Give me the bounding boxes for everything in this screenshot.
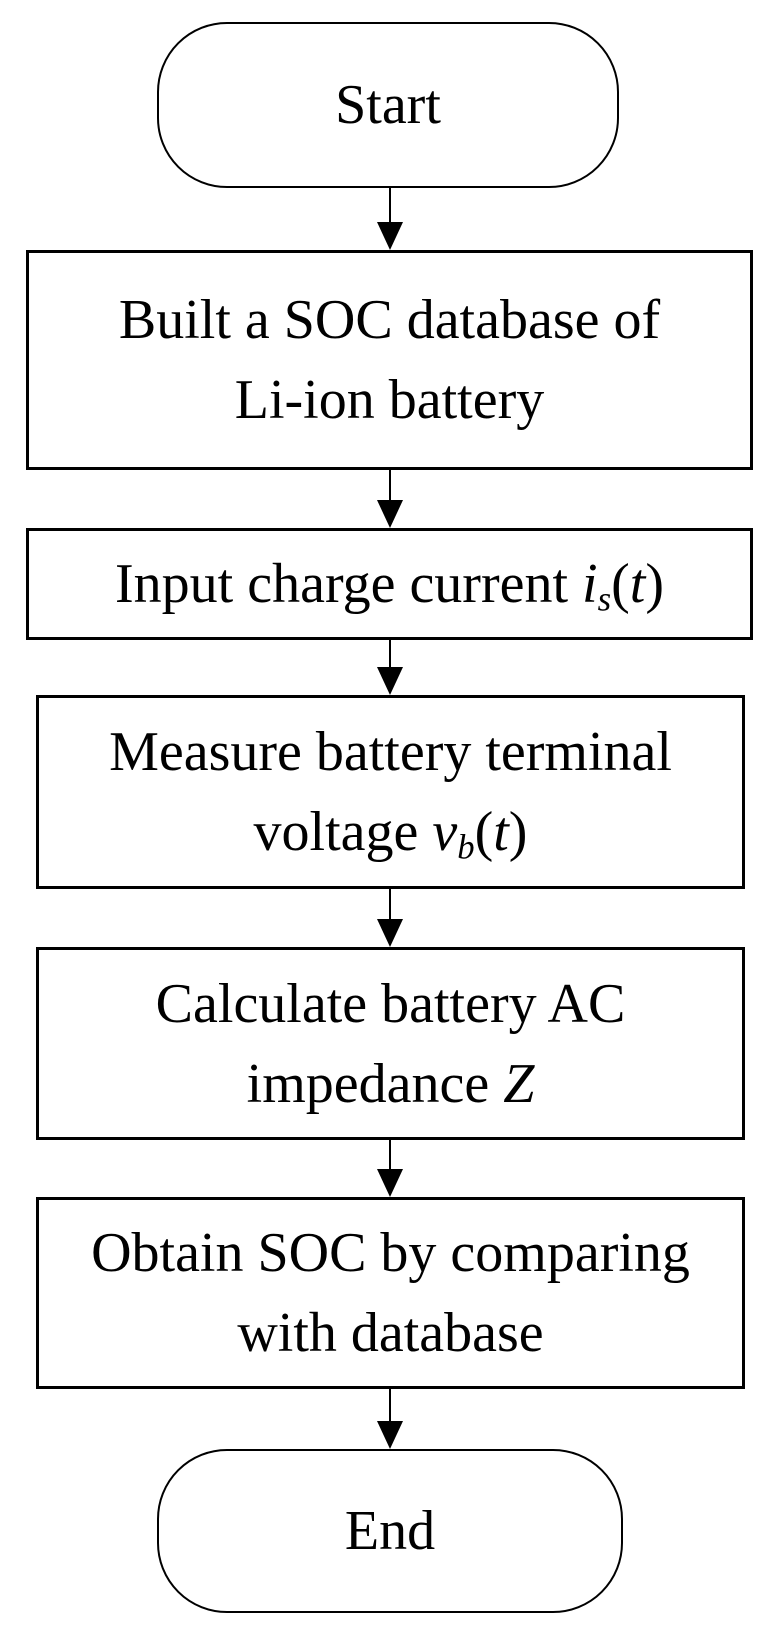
flow-arrow-measure-to-calc <box>376 887 404 947</box>
end-label: End <box>344 1500 436 1562</box>
label-text: Input charge current <box>115 553 583 615</box>
label-line-1: Calculate battery AC <box>155 972 626 1035</box>
arrow-shaft <box>389 1138 391 1169</box>
start-label: Start <box>335 74 441 136</box>
flowchart-node-measure-voltage: Measure battery terminal voltage vb(t) <box>36 695 745 889</box>
flow-arrow-obtain-to-end <box>376 1387 404 1449</box>
flow-arrow-build-to-input <box>376 468 404 528</box>
label-line-2: Li-ion battery <box>234 369 545 431</box>
flowchart-node-start: Start <box>157 22 619 188</box>
paren-close: ) <box>645 553 664 615</box>
flow-arrow-calc-to-obtain <box>376 1138 404 1197</box>
label-line-1: Measure battery terminal <box>109 721 672 783</box>
math-argument: t <box>493 801 509 863</box>
math-subscript: s <box>597 579 612 619</box>
arrow-shaft <box>389 887 391 919</box>
label-line-1: Built a SOC database of <box>118 289 661 351</box>
flowchart-node-obtain-soc: Obtain SOC by comparing with database <box>36 1197 745 1389</box>
flowchart-node-calc-impedance: Calculate battery AC impedance Z <box>36 947 745 1140</box>
arrow-shaft <box>389 186 391 222</box>
arrow-shaft <box>389 1387 391 1421</box>
arrow-shaft <box>389 468 391 500</box>
flowchart-node-build-database: Built a SOC database of Li-ion battery <box>26 250 753 470</box>
arrowhead-down-icon <box>377 919 403 947</box>
math-argument: t <box>629 553 646 615</box>
arrowhead-down-icon <box>377 1169 403 1197</box>
flowchart-node-end: End <box>157 1449 623 1613</box>
label-line-2-text: voltage <box>253 801 433 863</box>
flow-arrow-start-to-build <box>376 186 404 250</box>
measure-voltage-label: Measure battery terminal voltage vb(t) <box>109 712 672 872</box>
arrowhead-down-icon <box>377 1421 403 1449</box>
flowchart-node-input-current: Input charge current is(t) <box>26 528 753 640</box>
arrowhead-down-icon <box>377 222 403 250</box>
build-database-label: Built a SOC database of Li-ion battery <box>119 280 660 440</box>
obtain-soc-label: Obtain SOC by comparing with database <box>91 1213 690 1373</box>
label-line-2: with database <box>237 1302 544 1364</box>
math-subscript: b <box>457 827 475 867</box>
arrowhead-down-icon <box>377 667 403 695</box>
input-current-label: Input charge current is(t) <box>115 544 664 624</box>
math-variable: Z <box>503 1052 535 1115</box>
math-variable: v <box>432 801 458 863</box>
paren-open: ( <box>474 801 494 863</box>
paren-close: ) <box>508 801 528 863</box>
paren-open: ( <box>611 553 630 615</box>
arrowhead-down-icon <box>377 500 403 528</box>
flow-arrow-input-to-measure <box>376 638 404 695</box>
math-variable: i <box>582 553 598 615</box>
arrow-shaft <box>389 638 391 667</box>
label-line-1: Obtain SOC by comparing <box>91 1222 690 1284</box>
calc-impedance-label: Calculate battery AC impedance Z <box>156 964 626 1124</box>
label-line-2-text: impedance <box>246 1052 504 1115</box>
